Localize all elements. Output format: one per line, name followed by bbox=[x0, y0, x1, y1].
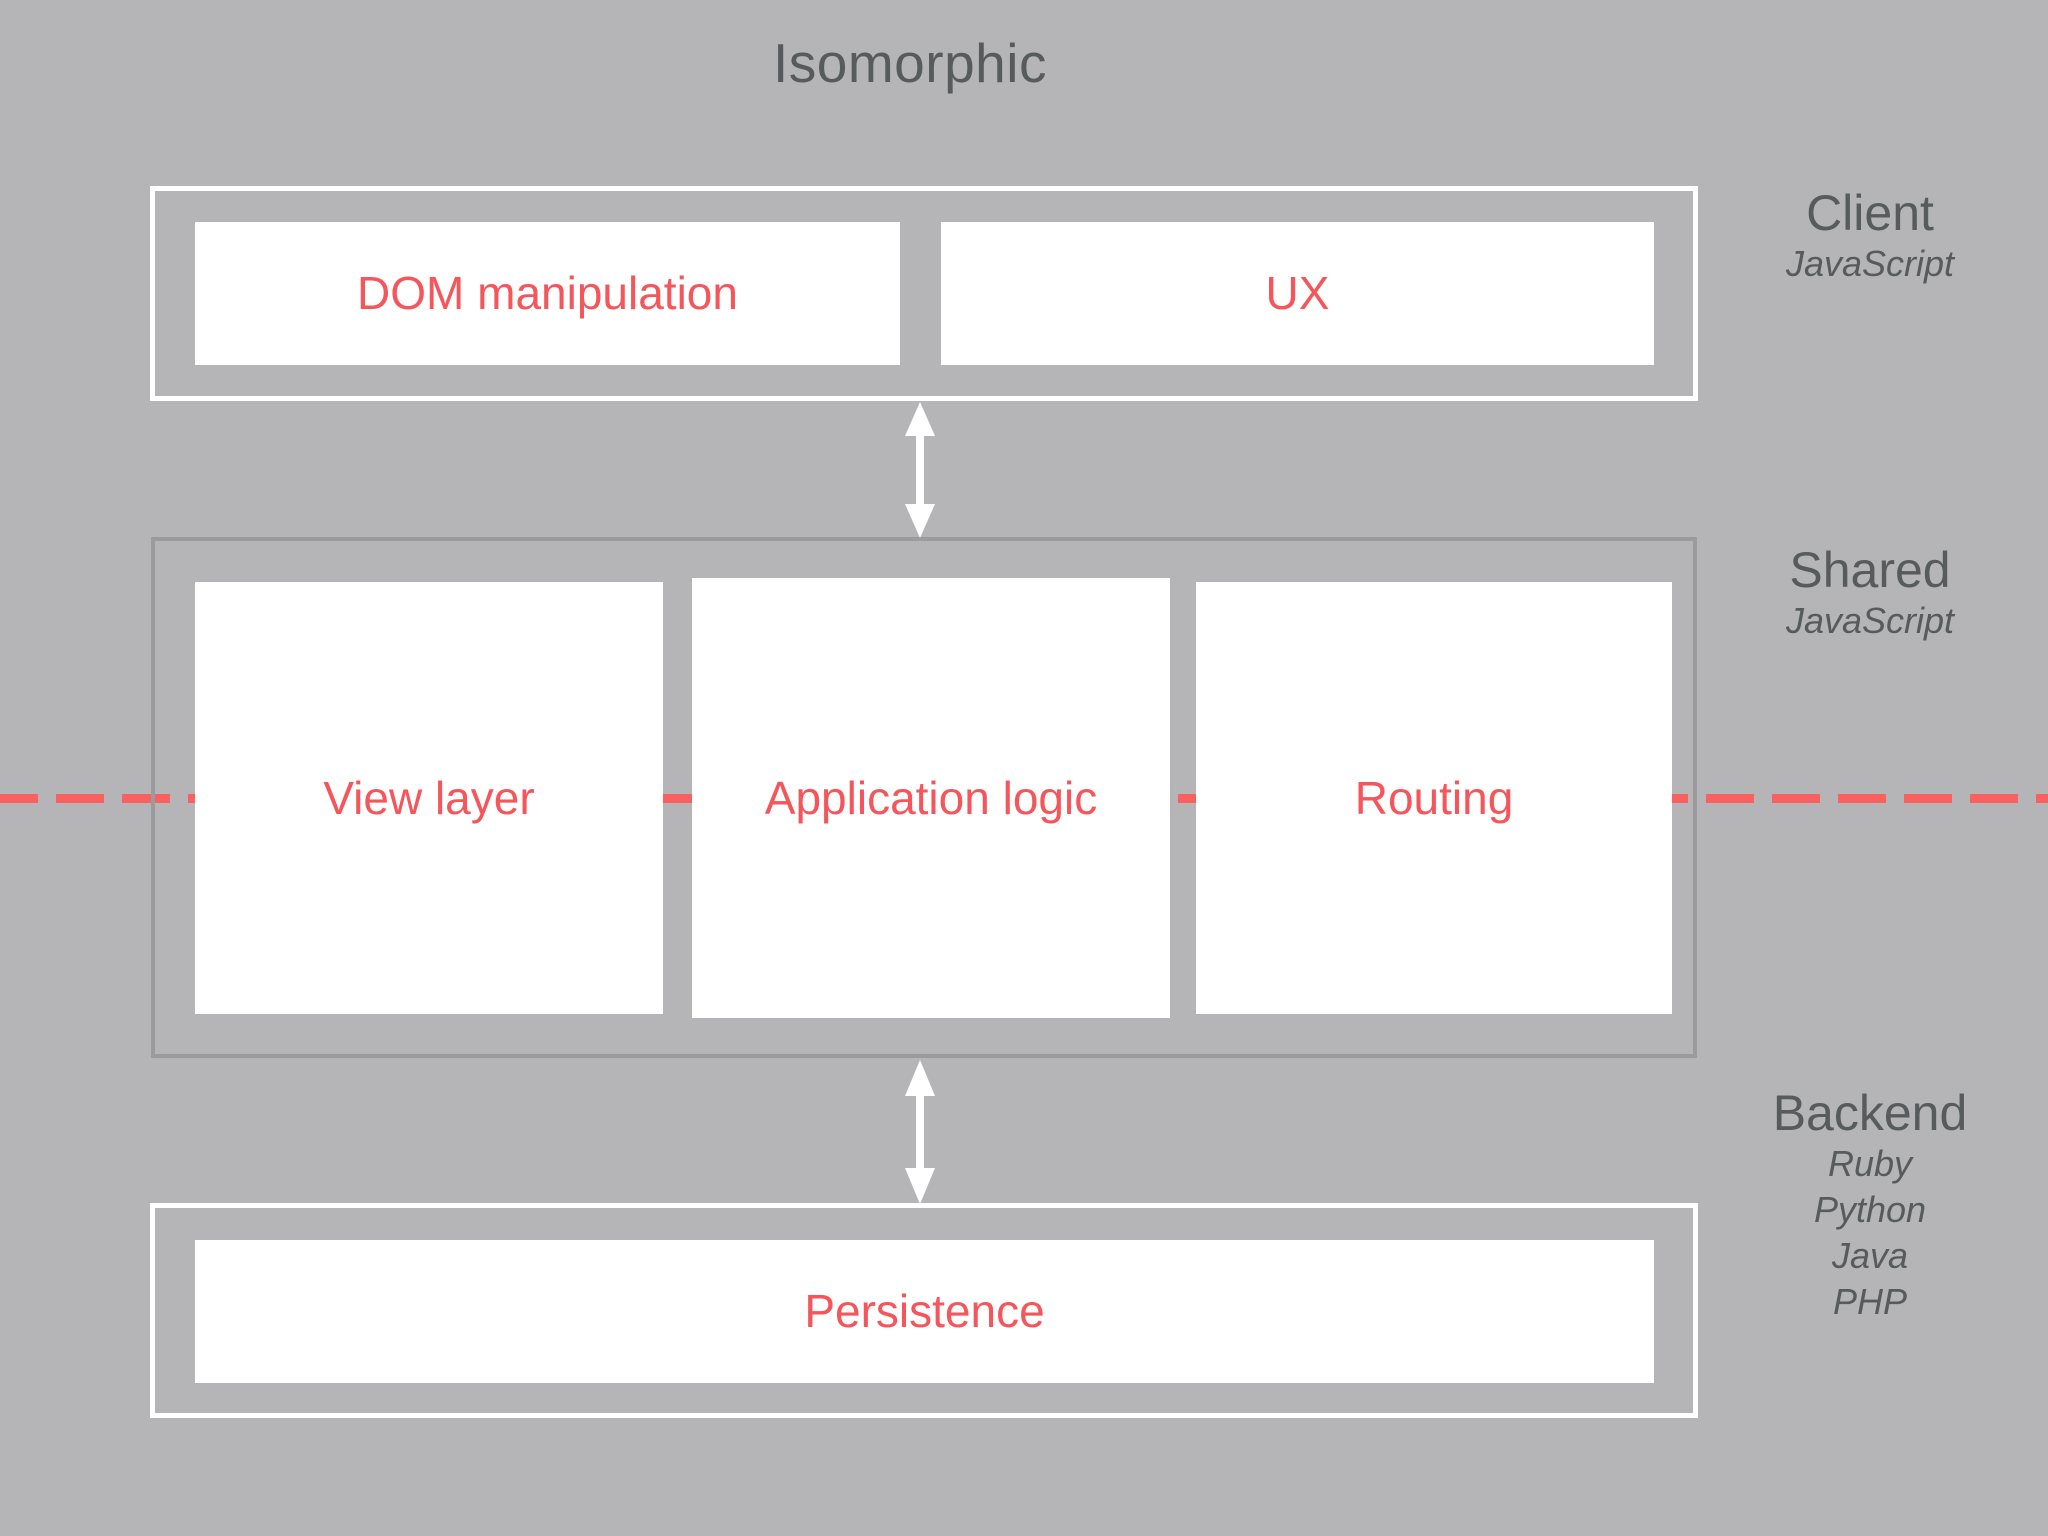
side-label-backend-language-php: PHP bbox=[1832, 1281, 1908, 1323]
group-client bbox=[150, 186, 1698, 401]
side-label-client-language: JavaScript bbox=[1785, 243, 1955, 284]
boundary-dash bbox=[1772, 794, 1820, 803]
side-label-backend-language-python: Python bbox=[1813, 1189, 1927, 1231]
block-ux-label: UX bbox=[1265, 267, 1330, 320]
group-shared bbox=[151, 537, 1697, 1058]
block-routing[interactable]: Routing bbox=[1196, 582, 1672, 1014]
side-label-backend-heading: Backend bbox=[1772, 1085, 1968, 1141]
boundary-dash bbox=[1706, 794, 1754, 803]
side-label-shared-heading: Shared bbox=[1789, 542, 1951, 598]
arrow-client-shared bbox=[900, 400, 940, 540]
block-view-layer[interactable]: View layer bbox=[195, 582, 663, 1014]
boundary-dash bbox=[56, 794, 104, 803]
boundary-dash bbox=[122, 794, 170, 803]
side-label-backend: Backend Ruby Python Java PHP bbox=[1720, 1085, 2020, 1325]
side-label-client: Client JavaScript bbox=[1720, 185, 2020, 287]
block-persistence[interactable]: Persistence bbox=[195, 1240, 1654, 1383]
block-view-layer-label: View layer bbox=[323, 771, 535, 824]
boundary-dash bbox=[1838, 794, 1886, 803]
block-routing-label: Routing bbox=[1354, 771, 1514, 824]
side-label-shared-language: JavaScript bbox=[1785, 600, 1955, 641]
block-ux[interactable]: UX bbox=[941, 222, 1654, 365]
side-label-backend-language-ruby: Ruby bbox=[1827, 1143, 1913, 1184]
group-backend bbox=[150, 1203, 1698, 1418]
side-label-backend-language-java: Java bbox=[1831, 1235, 1909, 1277]
arrow-shared-backend bbox=[900, 1058, 940, 1206]
boundary-dash bbox=[650, 794, 698, 803]
block-dom-manipulation-label: DOM manipulation bbox=[357, 267, 738, 320]
block-application-logic[interactable]: Application logic bbox=[692, 578, 1170, 1018]
block-application-logic-label: Application logic bbox=[764, 771, 1098, 824]
block-persistence-label: Persistence bbox=[804, 1285, 1045, 1338]
block-dom-manipulation[interactable]: DOM manipulation bbox=[195, 222, 900, 365]
boundary-dash bbox=[0, 794, 38, 803]
side-label-shared: Shared JavaScript bbox=[1720, 542, 2020, 644]
page-title: Isomorphic bbox=[773, 32, 1047, 94]
boundary-dash bbox=[1970, 794, 2018, 803]
boundary-dash bbox=[1904, 794, 1952, 803]
side-label-client-heading: Client bbox=[1806, 185, 1934, 241]
boundary-dash bbox=[2036, 794, 2048, 803]
